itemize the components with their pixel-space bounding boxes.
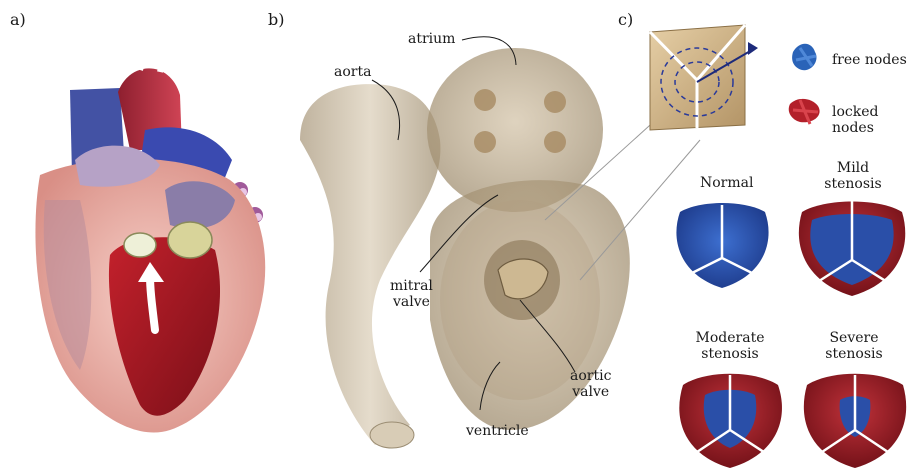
legend-locked-nodes-label: locked nodes: [832, 104, 922, 136]
valve-cube-detail: [650, 25, 758, 130]
valve-normal: [676, 203, 768, 288]
label-aortic-valve: aortic valve: [570, 368, 611, 400]
valve-moderate-stenosis: [679, 374, 782, 468]
label-atrium: atrium: [408, 31, 455, 47]
valve-severe-stenosis: [804, 374, 906, 468]
heart-geometry-model: [300, 37, 700, 448]
label-ventricle: ventricle: [466, 423, 529, 439]
title-mild-stenosis: Mild stenosis: [815, 160, 891, 192]
legend-free-nodes-label: free nodes: [832, 52, 907, 68]
title-normal: Normal: [700, 175, 750, 191]
title-severe-stenosis: Severe stenosis: [816, 330, 892, 362]
label-aorta: aorta: [334, 64, 371, 80]
legend-free-nodes-swatch: [792, 44, 816, 70]
title-moderate-stenosis: Moderate stenosis: [688, 330, 772, 362]
heart-illustration: [35, 35, 265, 433]
label-mitral-valve: mitral valve: [390, 278, 433, 310]
valve-mild-stenosis: [799, 200, 905, 296]
legend-locked-nodes-swatch: [789, 99, 820, 124]
